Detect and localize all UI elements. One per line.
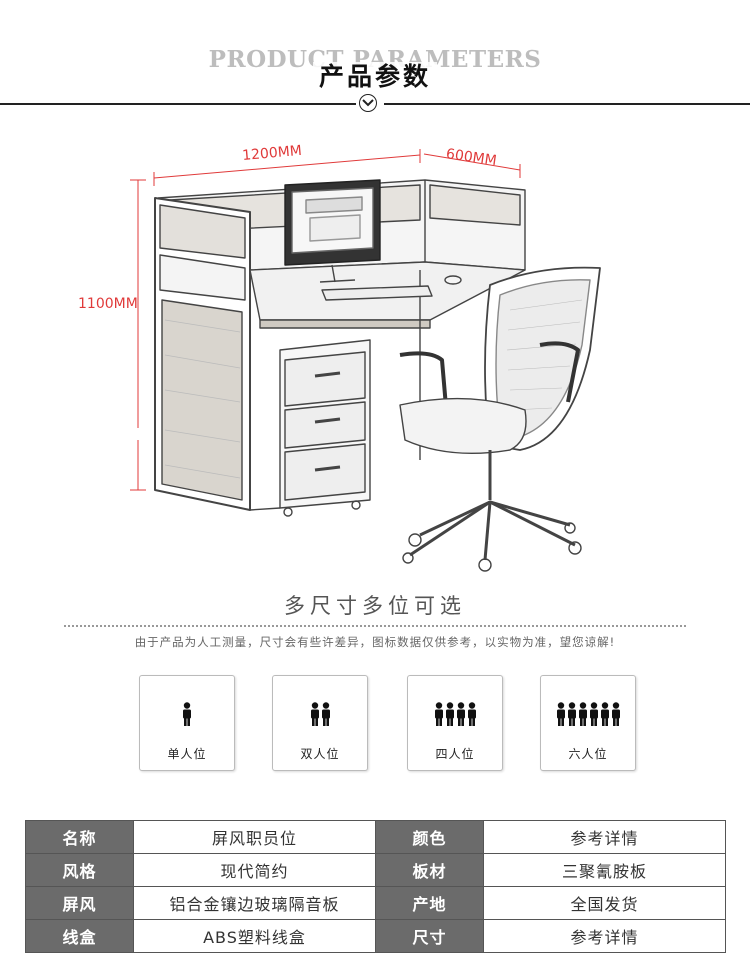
- spec-key: 屏风: [25, 886, 134, 920]
- table-row: 线盒 ABS塑料线盒 尺寸 参考详情: [25, 919, 726, 953]
- header-rule-left: [0, 103, 356, 105]
- person-icon: [611, 702, 620, 726]
- dimension-height: 1100MM: [78, 296, 138, 312]
- person-icon-group: [273, 702, 367, 730]
- seat-option-label: 双人位: [300, 747, 340, 761]
- table-row: 屏风 铝合金镶边玻璃隔音板 产地 全国发货: [25, 886, 726, 920]
- spec-value: 参考详情: [483, 919, 726, 953]
- spec-value: 参考详情: [483, 820, 726, 854]
- person-icon-group: [140, 702, 234, 730]
- seat-option-label: 六人位: [568, 747, 608, 761]
- spec-value: ABS塑料线盒: [133, 919, 376, 953]
- header-rule-right: [384, 103, 750, 105]
- table-row: 名称 屏风职员位 颜色 参考详情: [25, 820, 726, 854]
- spec-value: 铝合金镶边玻璃隔音板: [133, 886, 376, 920]
- person-icon: [467, 702, 476, 726]
- spec-key: 尺寸: [375, 919, 484, 953]
- person-icon-group: [541, 702, 635, 730]
- table-row: 风格 现代简约 板材 三聚氰胺板: [25, 853, 726, 887]
- seat-option-double[interactable]: 双人位: [272, 675, 368, 771]
- spec-key: 名称: [25, 820, 134, 854]
- person-icon: [456, 702, 465, 726]
- seat-option-label: 单人位: [167, 747, 207, 761]
- person-icon: [600, 702, 609, 726]
- seat-option-label: 四人位: [435, 747, 475, 761]
- spec-key: 线盒: [25, 919, 134, 953]
- person-icon: [321, 702, 330, 726]
- section-title-cn-text: 产品参数: [312, 62, 437, 91]
- spec-value: 三聚氰胺板: [483, 853, 726, 887]
- spec-key: 板材: [375, 853, 484, 887]
- person-icon: [434, 702, 443, 726]
- person-icon-group: [408, 702, 502, 730]
- seat-options: 单人位 双人位 四人位 六人位: [0, 675, 750, 773]
- spec-key: 产地: [375, 886, 484, 920]
- seat-option-six[interactable]: 六人位: [540, 675, 636, 771]
- seat-option-single[interactable]: 单人位: [139, 675, 235, 771]
- section-title-cn: 产品参数: [0, 57, 750, 93]
- section-header: PRODUCT PARAMETERS 产品参数: [0, 0, 750, 125]
- options-title: 多尺寸多位可选: [284, 594, 466, 618]
- spec-value: 屏风职员位: [133, 820, 376, 854]
- person-icon: [589, 702, 598, 726]
- person-icon: [556, 702, 565, 726]
- spec-value: 全国发货: [483, 886, 726, 920]
- measurement-note: 由于产品为人工测量，尺寸会有些许差异，图标数据仅供参考，以实物为准，望您谅解!: [134, 635, 616, 649]
- spec-key: 风格: [25, 853, 134, 887]
- spec-key: 颜色: [375, 820, 484, 854]
- person-icon: [445, 702, 454, 726]
- spec-value: 现代简约: [133, 853, 376, 887]
- chevron-down-icon: [359, 94, 377, 112]
- person-icon: [578, 702, 587, 726]
- person-icon: [567, 702, 576, 726]
- seat-option-four[interactable]: 四人位: [407, 675, 503, 771]
- dotted-divider: [64, 625, 686, 627]
- workstation-illustration: [130, 149, 601, 572]
- person-icon: [310, 702, 319, 726]
- person-icon: [183, 702, 191, 726]
- spec-table: 名称 屏风职员位 颜色 参考详情 风格 现代简约 板材 三聚氰胺板 屏风 铝合金…: [25, 820, 726, 953]
